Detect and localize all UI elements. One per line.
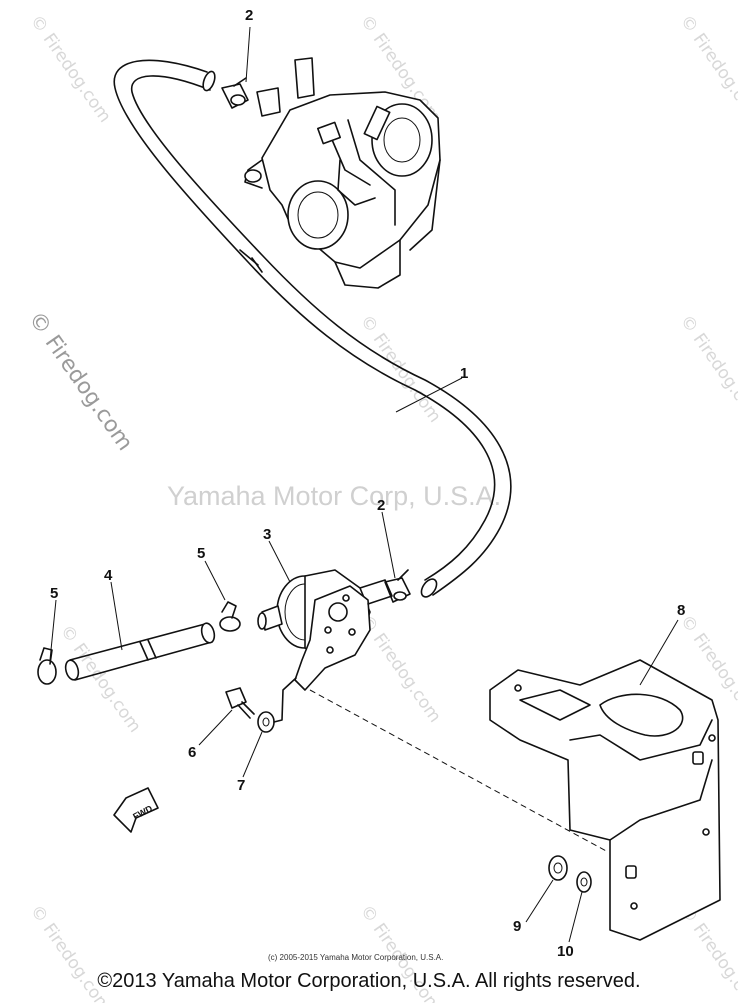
mounting-line xyxy=(309,689,609,853)
lock-washer xyxy=(576,871,592,893)
watermark-text: © Firedog.com xyxy=(356,311,445,426)
nut xyxy=(548,855,568,881)
leader-lines xyxy=(49,26,679,943)
small-copyright: (c) 2005-2015 Yamaha Motor Corporation, … xyxy=(268,953,443,962)
callout-5-left: 5 xyxy=(50,585,58,602)
bolt xyxy=(225,687,255,719)
callout-2-top: 2 xyxy=(245,7,253,24)
watermark-text: © Firedog.com xyxy=(676,311,738,426)
hose-clip-5-mid xyxy=(219,601,241,632)
hose-clip-top xyxy=(221,77,249,109)
watermark-text-large: © Firedog.com xyxy=(23,307,137,455)
watermark-text: © Firedog.com xyxy=(56,621,145,736)
fuel-pump xyxy=(257,569,393,691)
callout-3: 3 xyxy=(263,526,271,543)
callout-9: 9 xyxy=(513,918,521,935)
callout-4: 4 xyxy=(104,567,113,584)
callout-10: 10 xyxy=(557,943,574,960)
callout-1: 1 xyxy=(460,365,468,382)
bolt-guide-line xyxy=(273,677,297,723)
carburetor xyxy=(244,57,441,289)
callout-6: 6 xyxy=(188,744,196,761)
watermark-text: © Firedog.com xyxy=(26,11,115,126)
washer xyxy=(257,711,275,733)
watermark-text: © Firedog.com xyxy=(676,11,738,126)
copyright-footer: ©2013 Yamaha Motor Corporation, U.S.A. A… xyxy=(97,970,641,992)
callout-7: 7 xyxy=(237,777,245,794)
bracket xyxy=(489,659,721,941)
callout-8: 8 xyxy=(677,602,685,619)
fuel-hose xyxy=(113,59,512,598)
short-hose xyxy=(64,622,216,681)
callout-5-mid: 5 xyxy=(197,545,205,562)
forward-arrow-icon: FWD xyxy=(113,787,159,833)
callout-2-mid: 2 xyxy=(377,497,385,514)
hose-clip-5-left xyxy=(37,647,57,685)
center-watermark: Yamaha Motor Corp, U.S.A. xyxy=(167,481,501,511)
